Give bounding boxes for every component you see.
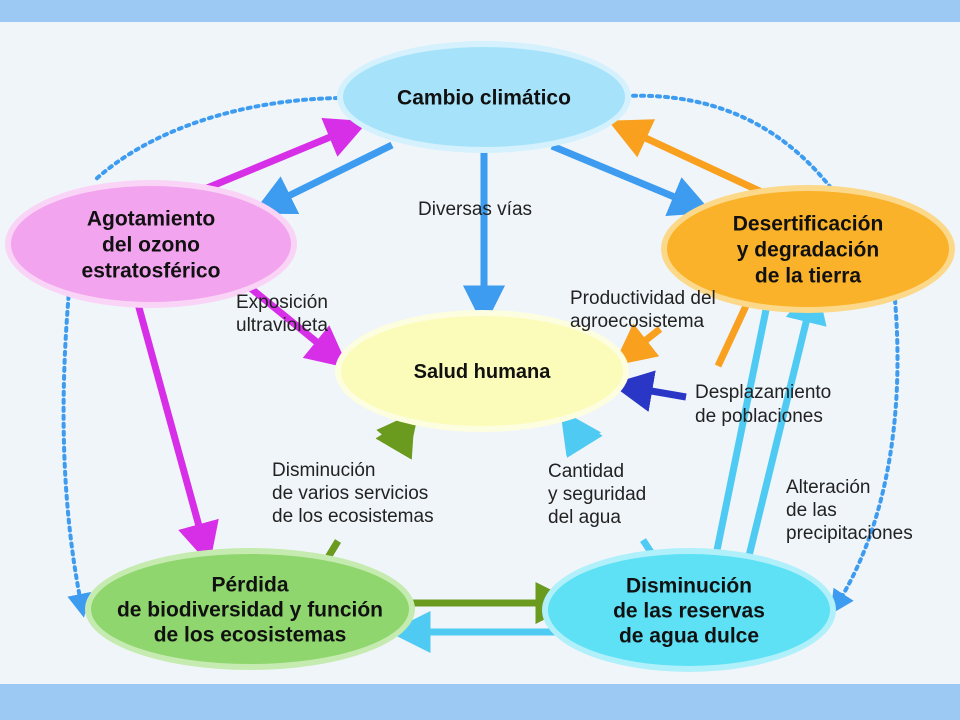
arrow-desertificacion-to-cambio <box>608 119 768 198</box>
arrows <box>134 117 827 653</box>
label-diversas-line: Diversas vías <box>418 199 532 220</box>
arrow-cambio-to-desertificacion <box>550 142 713 216</box>
node-biodiversidad-line: de biodiversidad y función <box>117 598 383 621</box>
label-alteracion-line: de las <box>786 500 837 521</box>
label-productividad-line: agroecosistema <box>570 311 705 332</box>
node-cambio: Cambio climático <box>337 41 631 153</box>
label-productividad-line: Productividad del <box>570 288 716 309</box>
node-ozono-line: estratosférico <box>82 259 221 282</box>
arrow-cambio-to-ozono <box>252 141 394 215</box>
arrow-biodiversidad-to-salud-head <box>376 410 419 457</box>
node-salud-shape <box>341 316 623 426</box>
label-cantidad-line: del agua <box>548 507 621 528</box>
node-biodiversidad-line: de los ecosistemas <box>154 623 347 646</box>
node-agua-line: de las reservas <box>613 599 765 622</box>
node-cambio-shape <box>343 47 625 147</box>
label-disminucion_servicios-line: de los ecosistemas <box>272 506 434 527</box>
dotted-ring-top-right <box>623 93 842 202</box>
label-cantidad-line: Cantidad <box>548 461 624 482</box>
node-ozono: Agotamiento del ozono estratosférico <box>5 180 297 308</box>
label-disminucion_servicios-line: de varios servicios <box>272 483 428 504</box>
label-disminucion_servicios-line: Disminución <box>272 460 375 481</box>
node-desertificacion-line: Desertificación <box>733 212 884 235</box>
node-biodiversidad-shape <box>91 554 409 664</box>
node-cambio-line: Cambio climático <box>397 86 571 109</box>
node-biodiversidad-line: Pérdida <box>211 573 288 596</box>
dotted-ring-left <box>61 278 91 618</box>
label-exposicion-line: ultravioleta <box>236 315 328 336</box>
label-exposicion-line: Exposición <box>236 292 328 313</box>
label-alteracion-line: Alteración <box>786 477 871 498</box>
label-alteracion-line: precipitaciones <box>786 523 913 544</box>
node-ozono-line: del ozono <box>102 233 200 256</box>
label-desplazamiento: Desplazamiento de poblaciones <box>695 382 831 427</box>
node-desertificacion-line: y degradación <box>737 238 879 261</box>
label-desplazamiento-line: de poblaciones <box>695 406 823 427</box>
arrow-agua-to-salud-navy <box>610 370 687 412</box>
node-agua-shape <box>548 554 830 666</box>
node-desertificacion-shape <box>667 191 949 307</box>
label-cantidad-line: y seguridad <box>548 484 646 505</box>
arrow-desertificacion-to-salud <box>613 323 663 366</box>
label-desplazamiento-line: Desplazamiento <box>695 382 831 403</box>
node-ozono-line: Agotamiento <box>87 207 215 230</box>
arrow-ozono-to-salud <box>245 283 349 369</box>
label-diversas: Diversas vías <box>418 199 532 220</box>
node-salud: Salud humana <box>335 310 629 432</box>
arrow-agua-to-desertificacion-right <box>744 280 827 561</box>
node-desertificacion-line: de la tierra <box>755 264 862 287</box>
arrow-agua-to-desertificacion-left <box>711 299 772 561</box>
dotted-ring-right <box>830 298 900 615</box>
dotted-ring <box>61 93 900 618</box>
node-salud-line: Salud humana <box>414 361 552 383</box>
node-agua-line: Disminución <box>626 574 752 597</box>
dotted-ring-top-left <box>93 96 340 182</box>
arrow-agua-to-salud-cyan-head <box>560 409 602 457</box>
node-ozono-shape <box>11 186 291 302</box>
node-agua-line: de agua dulce <box>619 624 759 647</box>
node-desertificacion: Desertificación y degradación de la tierra <box>661 185 955 313</box>
arrow-ozono-to-biodiversidad <box>134 303 219 565</box>
arrow-ozono-to-cambio <box>193 117 369 197</box>
